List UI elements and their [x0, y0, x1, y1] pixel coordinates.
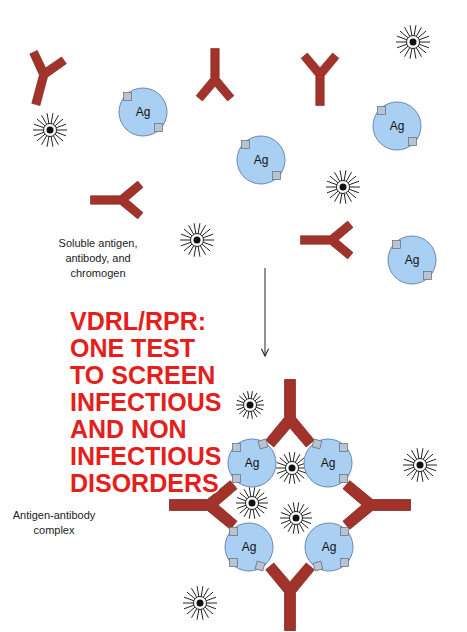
antibody-symbol — [301, 221, 354, 259]
antigen-label: Ag — [136, 105, 151, 119]
chromogen-symbol — [403, 448, 437, 481]
antibody-symbol — [343, 481, 411, 530]
antibody-symbol — [196, 49, 234, 102]
chromogen-symbol — [280, 502, 312, 534]
antigen-label: Ag — [321, 456, 336, 470]
antigen-label: Ag — [254, 153, 269, 167]
chromogen-symbol — [326, 170, 360, 203]
antigen-label: Ag — [245, 456, 260, 470]
reaction-arrow — [265, 268, 266, 356]
antigen-circle: Ag — [118, 87, 168, 137]
chromogen-symbol — [33, 113, 67, 146]
antibody-symbol — [266, 563, 315, 631]
antibody-symbol — [301, 53, 339, 106]
antigen-circle: Ag — [387, 235, 437, 285]
antigen-label: Ag — [242, 540, 257, 554]
antigen-circle: Ag — [304, 522, 354, 572]
chromogen-symbol — [396, 25, 430, 58]
caption-note: Soluble antigen, antibody, and chromogen — [48, 236, 148, 281]
antibody-symbol — [18, 49, 68, 109]
antigen-label: Ag — [405, 253, 420, 267]
antigen-label: Ag — [390, 119, 405, 133]
antibody-symbol — [91, 181, 144, 219]
chromogen-symbol — [183, 586, 217, 619]
antigen-circle: Ag — [372, 101, 422, 151]
antigen-circle: Ag — [236, 135, 286, 185]
chromogen-symbol — [276, 452, 308, 484]
chromogen-symbol — [236, 487, 268, 519]
caption-note: Antigen-antibody complex — [4, 508, 104, 538]
antigen-circle: Ag — [303, 438, 353, 488]
antigen-circle: Ag — [227, 438, 277, 488]
chromogen-symbol — [180, 223, 214, 256]
antigen-circle: Ag — [224, 522, 274, 572]
antibody-symbol — [266, 380, 315, 448]
chromogen-symbol — [236, 391, 264, 419]
overlay-title: VDRL/RPR: ONE TEST TO SCREEN INFECTIOUS … — [70, 308, 232, 497]
antigen-label: Ag — [322, 540, 337, 554]
